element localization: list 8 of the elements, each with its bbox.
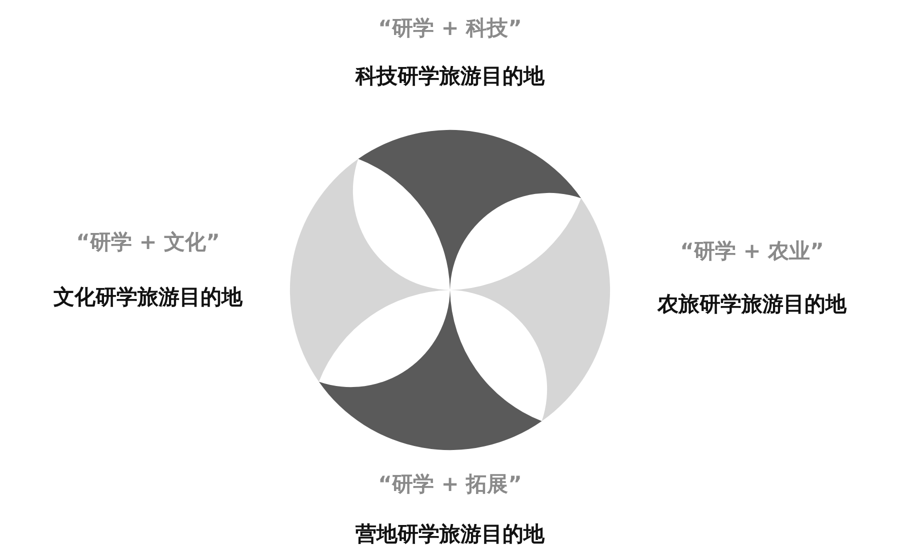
- destination-label: 营地研学旅游目的地: [356, 521, 544, 548]
- destination-label: 文化研学旅游目的地: [54, 284, 242, 311]
- theme-label: “研学 + 科技”: [378, 15, 522, 42]
- theme-label: “研学 + 文化”: [76, 229, 220, 256]
- destination-label: 科技研学旅游目的地: [356, 63, 544, 90]
- destination-label: 农旅研学旅游目的地: [658, 291, 846, 318]
- theme-label: “研学 + 拓展”: [378, 471, 522, 498]
- theme-label: “研学 + 农业”: [680, 238, 824, 265]
